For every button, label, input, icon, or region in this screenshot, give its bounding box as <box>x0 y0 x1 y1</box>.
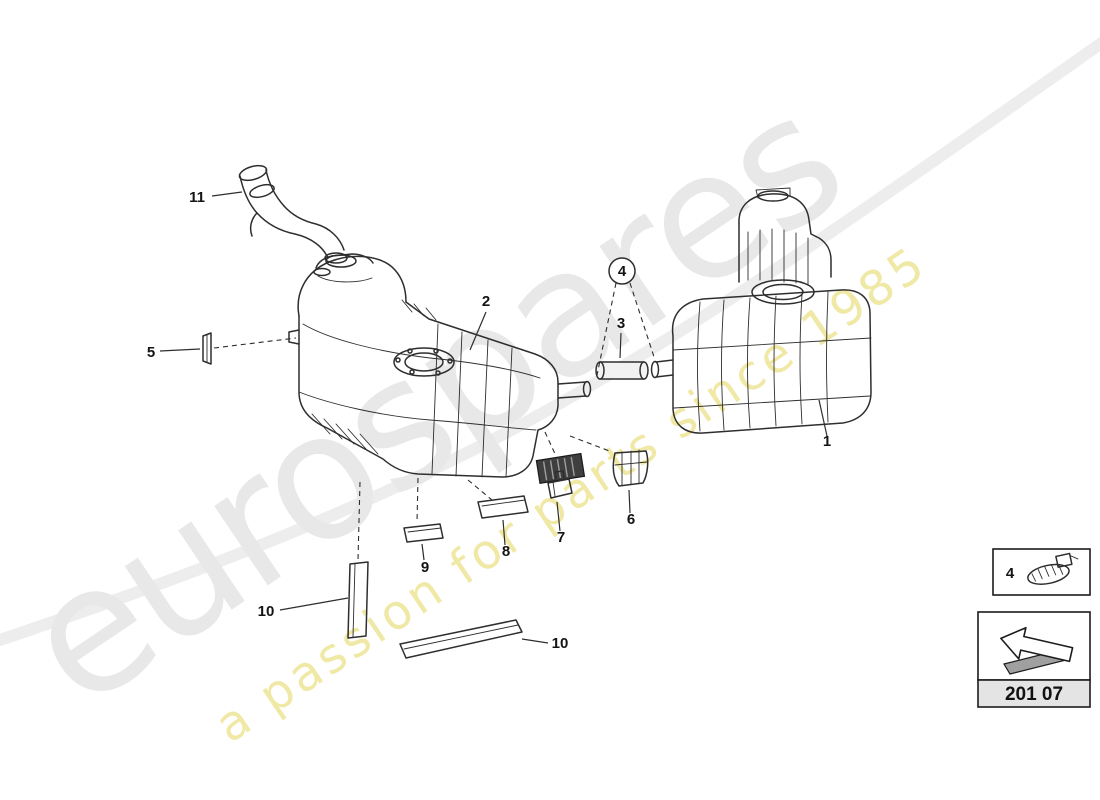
callout-9[interactable]: 9 <box>421 559 429 576</box>
strip-part-10-right-art <box>399 619 523 659</box>
direction-arrow-icon <box>1000 626 1074 675</box>
hose-clamp-icon <box>1027 552 1079 585</box>
right-fuel-tank-art <box>650 187 872 434</box>
callout-6[interactable]: 6 <box>627 511 635 528</box>
sleeve-part-6-art <box>612 449 649 487</box>
callout-7[interactable]: 7 <box>557 529 565 546</box>
heat-shield-grille-art <box>535 452 586 484</box>
connector-tube-part-3-art <box>595 361 649 380</box>
strip-part-10-left-art <box>347 561 369 639</box>
callout-10-right[interactable]: 10 <box>552 635 569 652</box>
part-group-code: 201 07 <box>1005 684 1063 705</box>
leader-lines <box>159 191 828 644</box>
watermark: eurospares a passion for parts since 198… <box>0 36 1100 754</box>
callout-1[interactable]: 1 <box>823 433 831 450</box>
legend-direction-box[interactable] <box>977 611 1091 681</box>
callout-8[interactable]: 8 <box>502 543 510 560</box>
part-group-code-box[interactable]: 201 07 <box>977 679 1091 708</box>
callout-2[interactable]: 2 <box>482 293 490 310</box>
callout-3[interactable]: 3 <box>617 315 625 332</box>
callout-5[interactable]: 5 <box>147 344 155 361</box>
legend-clamp-number: 4 <box>1006 565 1015 582</box>
left-tank-pump-ring <box>393 347 455 377</box>
callout-11[interactable]: 11 <box>189 189 205 206</box>
pad-part-9-art <box>403 523 444 543</box>
callout-10-left[interactable]: 10 <box>258 603 275 620</box>
filler-neck-art <box>238 164 348 264</box>
legend-clamp-box[interactable]: 4 <box>992 548 1091 596</box>
callouts: 11 5 2 3 4 1 6 7 8 9 10 10 <box>147 189 831 652</box>
watermark-swoosh <box>0 36 1100 647</box>
clip-part-7-art <box>547 470 573 499</box>
callout-4-circled[interactable]: 4 <box>608 257 636 285</box>
left-fuel-tank-art <box>288 253 592 478</box>
callout-4[interactable]: 4 <box>618 263 627 280</box>
assembly-dashed-lines <box>213 282 656 561</box>
bracket-part-5-art <box>202 332 212 365</box>
pad-part-8-art <box>477 495 529 519</box>
